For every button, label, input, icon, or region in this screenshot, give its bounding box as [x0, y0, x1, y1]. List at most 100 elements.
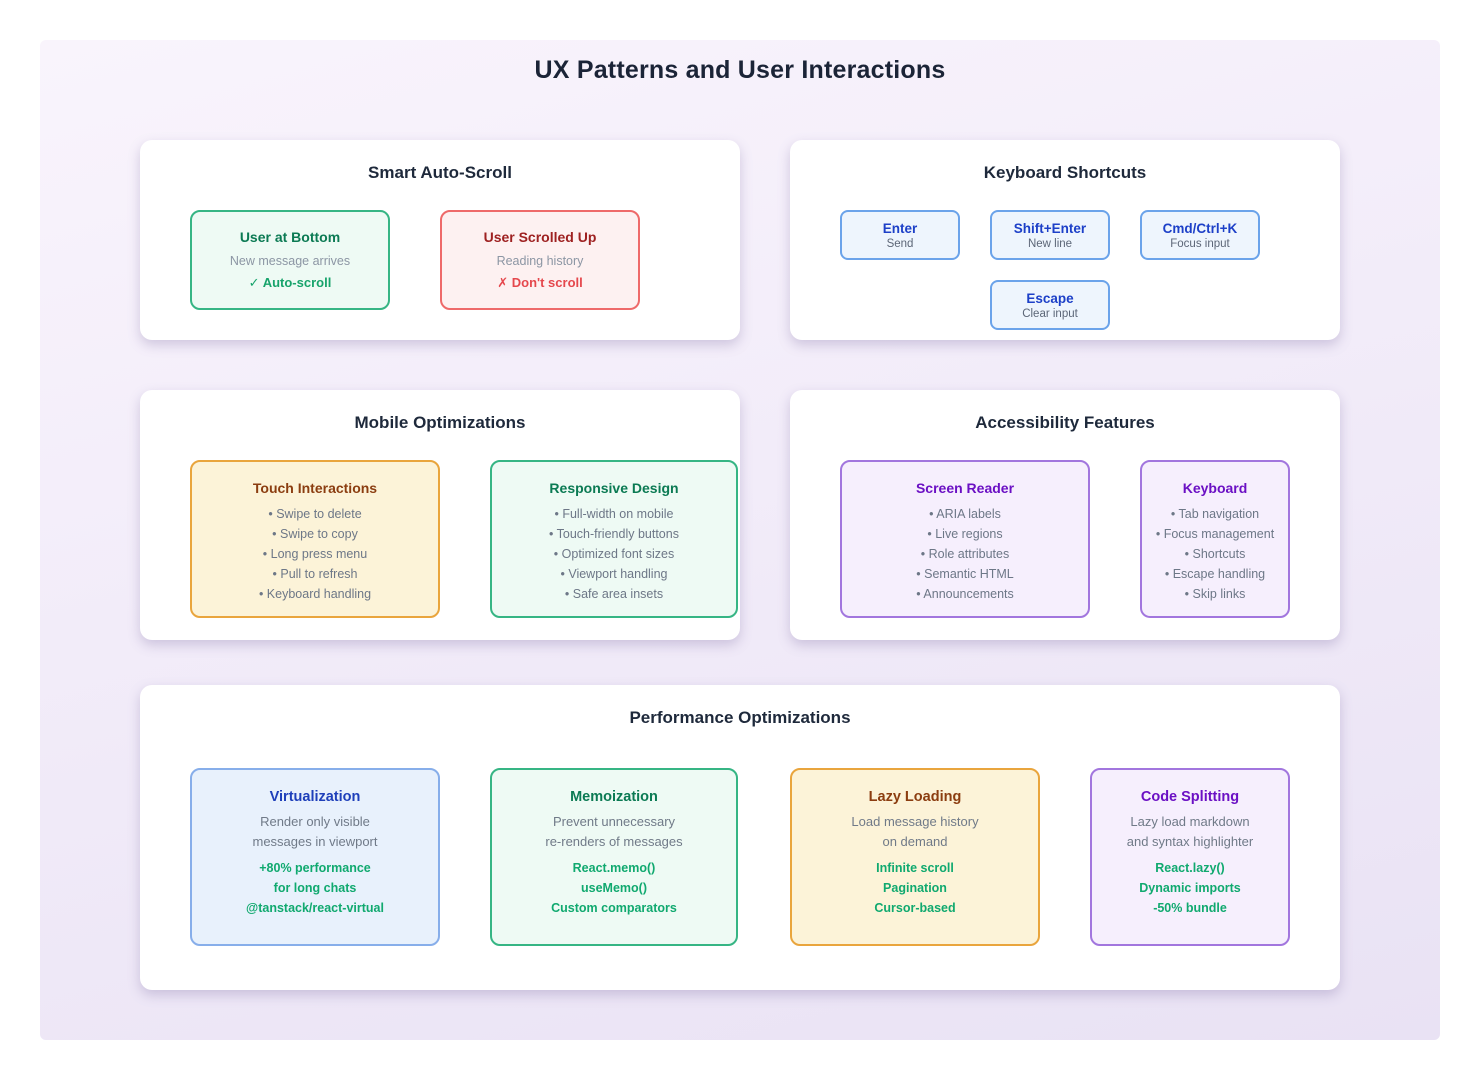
card-lazy-loading: Lazy Loading Load message history on dem… — [790, 768, 1040, 946]
description-line: messages in viewport — [252, 834, 378, 849]
card-title: Lazy Loading — [868, 789, 962, 805]
highlight-line: Pagination — [883, 881, 947, 895]
card-highlights: Infinite scroll Pagination Cursor-based — [792, 858, 1038, 918]
card-description: Prevent unnecessary re-renders of messag… — [492, 812, 736, 852]
card-title: User at Bottom — [239, 229, 341, 245]
card-user-scrolled-up: User Scrolled Up Reading history ✗ Don't… — [440, 210, 640, 310]
card-highlights: React.lazy() Dynamic imports -50% bundle — [1092, 858, 1288, 918]
card-subtitle: New message arrives — [229, 254, 351, 268]
highlight-line: Dynamic imports — [1139, 881, 1241, 895]
key-action: Clear input — [1022, 307, 1078, 320]
feature-list: Full-width on mobile Touch-friendly butt… — [492, 504, 736, 604]
card-code-splitting: Code Splitting Lazy load markdown and sy… — [1090, 768, 1290, 946]
list-item: Keyboard handling — [192, 584, 438, 604]
list-item: ARIA labels — [842, 504, 1088, 524]
card-title: Code Splitting — [1140, 789, 1240, 805]
highlight-line: @tanstack/react-virtual — [246, 901, 384, 915]
card-memoization: Memoization Prevent unnecessary re-rende… — [490, 768, 738, 946]
panel-performance-optimizations: Performance Optimizations Virtualization… — [140, 685, 1340, 990]
list-item: Tab navigation — [1142, 504, 1288, 524]
feature-list: ARIA labels Live regions Role attributes… — [842, 504, 1088, 604]
key-action: Focus input — [1170, 237, 1230, 250]
description-line: Load message history — [851, 814, 979, 829]
list-item: Optimized font sizes — [492, 544, 736, 564]
description-line: Lazy load markdown — [1130, 814, 1250, 829]
panel-title: Mobile Optimizations — [354, 413, 526, 432]
feature-list: Tab navigation Focus management Shortcut… — [1142, 504, 1288, 604]
key-name: Cmd/Ctrl+K — [1162, 220, 1238, 236]
card-title: Virtualization — [269, 789, 361, 805]
card-title: User Scrolled Up — [483, 229, 597, 245]
panel-mobile-optimizations: Mobile Optimizations Touch Interactions … — [140, 390, 740, 640]
key-card-cmd-ctrl-k: Cmd/Ctrl+K Focus input — [1140, 210, 1260, 260]
list-item: Escape handling — [1142, 564, 1288, 584]
card-screen-reader: Screen Reader ARIA labels Live regions R… — [840, 460, 1090, 618]
highlight-line: -50% bundle — [1153, 901, 1227, 915]
card-title: Screen Reader — [915, 480, 1015, 496]
card-keyboard-a11y: Keyboard Tab navigation Focus management… — [1140, 460, 1290, 618]
highlight-line: useMemo() — [581, 881, 647, 895]
card-description: Load message history on demand — [792, 812, 1038, 852]
description-line: on demand — [882, 834, 948, 849]
panel-smart-auto-scroll: Smart Auto-Scroll User at Bottom New mes… — [140, 140, 740, 340]
list-item: Touch-friendly buttons — [492, 524, 736, 544]
highlight-line: React.lazy() — [1155, 861, 1225, 875]
list-item: Swipe to delete — [192, 504, 438, 524]
card-action: ✗ Don't scroll — [497, 275, 583, 290]
card-touch-interactions: Touch Interactions Swipe to delete Swipe… — [190, 460, 440, 618]
key-card-escape: Escape Clear input — [990, 280, 1110, 330]
key-action: New line — [1027, 237, 1073, 250]
list-item: Role attributes — [842, 544, 1088, 564]
card-subtitle: Reading history — [496, 254, 584, 268]
highlight-line: Infinite scroll — [876, 861, 954, 875]
list-item: Viewport handling — [492, 564, 736, 584]
list-item: Live regions — [842, 524, 1088, 544]
card-highlights: +80% performance for long chats @tanstac… — [192, 858, 438, 918]
page-title: UX Patterns and User Interactions — [534, 56, 946, 84]
card-action: ✓ Auto-scroll — [248, 275, 332, 290]
key-action: Send — [886, 237, 914, 250]
list-item: Announcements — [842, 584, 1088, 604]
description-line: Render only visible — [260, 814, 370, 829]
list-item: Shortcuts — [1142, 544, 1288, 564]
list-item: Semantic HTML — [842, 564, 1088, 584]
card-title: Memoization — [570, 789, 658, 805]
panel-title: Keyboard Shortcuts — [983, 163, 1147, 182]
card-title: Responsive Design — [549, 480, 679, 496]
card-description: Render only visible messages in viewport — [192, 812, 438, 852]
key-card-enter: Enter Send — [840, 210, 960, 260]
description-line: re-renders of messages — [545, 834, 683, 849]
feature-list: Swipe to delete Swipe to copy Long press… — [192, 504, 438, 604]
panel-title: Accessibility Features — [975, 413, 1155, 432]
list-item: Swipe to copy — [192, 524, 438, 544]
panel-title: Performance Optimizations — [629, 708, 851, 727]
highlight-line: Cursor-based — [874, 901, 956, 915]
key-name: Escape — [1026, 290, 1074, 306]
highlight-line: React.memo() — [572, 861, 656, 875]
key-name: Shift+Enter — [1013, 220, 1087, 236]
card-description: Lazy load markdown and syntax highlighte… — [1092, 812, 1288, 852]
panel-accessibility-features: Accessibility Features Screen Reader ARI… — [790, 390, 1340, 640]
list-item: Long press menu — [192, 544, 438, 564]
panel-title: Smart Auto-Scroll — [368, 163, 512, 182]
list-item: Pull to refresh — [192, 564, 438, 584]
card-virtualization: Virtualization Render only visible messa… — [190, 768, 440, 946]
diagram-stage: UX Patterns and User Interactions Smart … — [40, 40, 1440, 1040]
description-line: Prevent unnecessary — [552, 814, 676, 829]
card-title: Keyboard — [1182, 480, 1248, 496]
key-name: Enter — [882, 220, 918, 236]
card-highlights: React.memo() useMemo() Custom comparator… — [492, 858, 736, 918]
description-line: and syntax highlighter — [1126, 834, 1254, 849]
list-item: Safe area insets — [492, 584, 736, 604]
list-item: Full-width on mobile — [492, 504, 736, 524]
highlight-line: +80% performance — [259, 861, 371, 875]
card-title: Touch Interactions — [252, 480, 378, 496]
highlight-line: for long chats — [273, 881, 357, 895]
card-responsive-design: Responsive Design Full-width on mobile T… — [490, 460, 738, 618]
list-item: Skip links — [1142, 584, 1288, 604]
key-card-shift-enter: Shift+Enter New line — [990, 210, 1110, 260]
list-item: Focus management — [1142, 524, 1288, 544]
card-user-at-bottom: User at Bottom New message arrives ✓ Aut… — [190, 210, 390, 310]
panel-keyboard-shortcuts: Keyboard Shortcuts Enter Send Shift+Ente… — [790, 140, 1340, 340]
